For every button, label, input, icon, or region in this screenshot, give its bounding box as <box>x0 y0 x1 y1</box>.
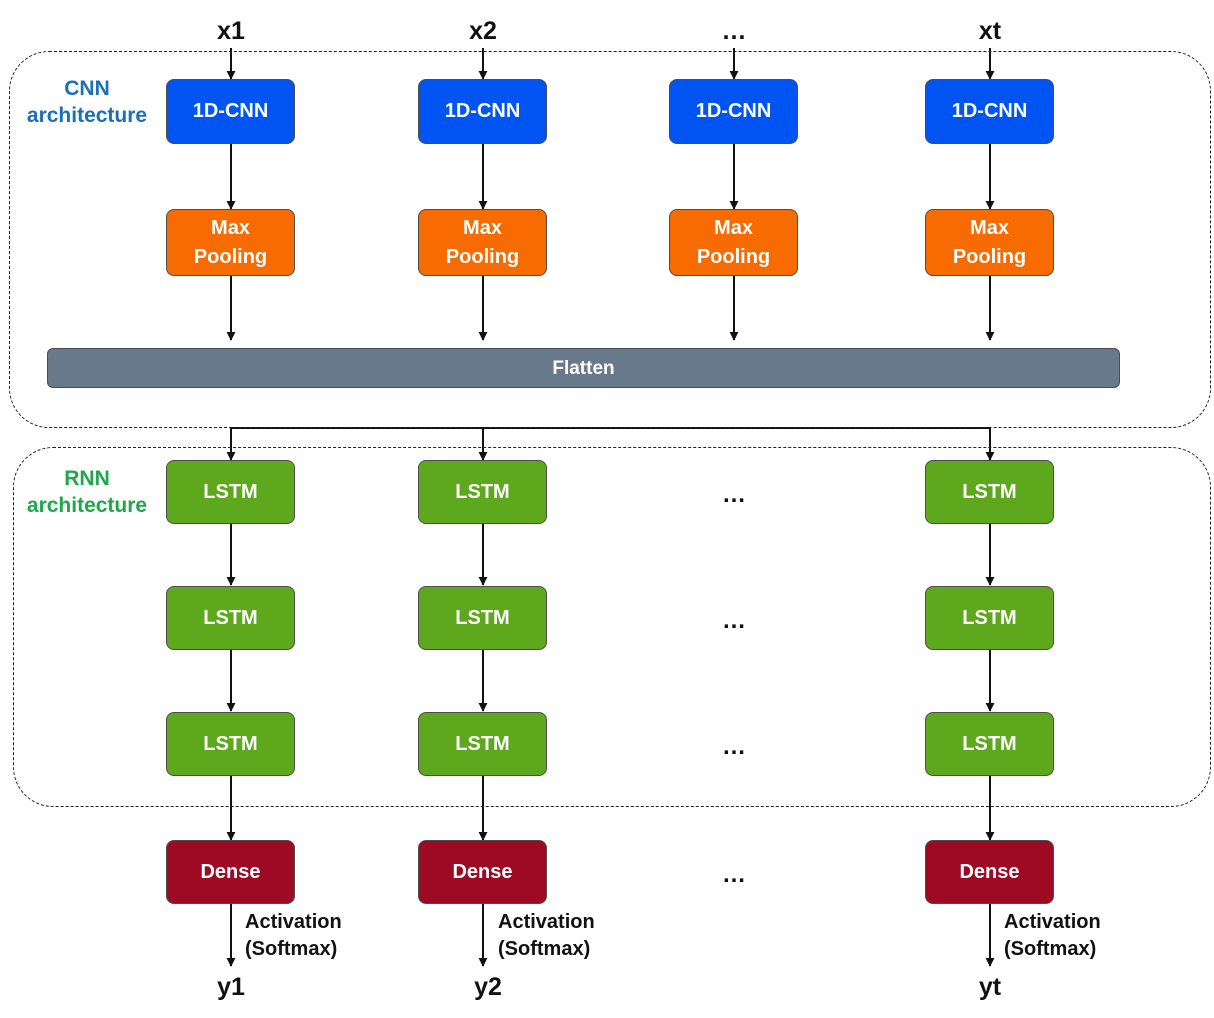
activation-label-t: Activation (Softmax) <box>1004 911 1101 960</box>
output-label-yt: yt <box>978 973 1002 1001</box>
input-label-xt: xt <box>978 17 1002 45</box>
cnn-architecture-region <box>9 51 1211 428</box>
output-label-y2: y2 <box>474 973 502 1001</box>
lstm-layer3-block-1: LSTM <box>166 712 295 776</box>
dense-ellipsis: … <box>722 861 746 888</box>
input-label-x2: x2 <box>469 17 497 45</box>
activation-label-1: Activation (Softmax) <box>245 911 342 960</box>
flatten-layer: Flatten <box>47 348 1120 388</box>
dense-block-1: Dense <box>166 840 295 904</box>
max-pooling-block-2: Max Pooling <box>418 209 547 276</box>
input-label-ellipsis: … <box>721 17 747 45</box>
lstm-layer1-ellipsis: … <box>722 481 746 508</box>
lstm-layer3-block-2: LSTM <box>418 712 547 776</box>
input-label-x1: x1 <box>217 17 245 45</box>
activation-label-2: Activation (Softmax) <box>498 911 595 960</box>
lstm-layer1-block-2: LSTM <box>418 460 547 524</box>
cnn-block-1: 1D-CNN <box>166 79 295 144</box>
lstm-layer3-ellipsis: … <box>722 733 746 760</box>
cnn-block-3: 1D-CNN <box>669 79 798 144</box>
cnn-architecture-label: CNN architecture <box>26 77 148 127</box>
dense-block-t: Dense <box>925 840 1054 904</box>
max-pooling-block-4: Max Pooling <box>925 209 1054 276</box>
lstm-layer2-block-2: LSTM <box>418 586 547 650</box>
lstm-layer2-block-1: LSTM <box>166 586 295 650</box>
output-label-y1: y1 <box>217 973 245 1001</box>
lstm-layer2-block-t: LSTM <box>925 586 1054 650</box>
rnn-architecture-region <box>13 447 1211 807</box>
max-pooling-block-1: Max Pooling <box>166 209 295 276</box>
cnn-block-4: 1D-CNN <box>925 79 1054 144</box>
lstm-layer1-block-t: LSTM <box>925 460 1054 524</box>
dense-block-2: Dense <box>418 840 547 904</box>
lstm-layer1-block-1: LSTM <box>166 460 295 524</box>
lstm-layer2-ellipsis: … <box>722 607 746 634</box>
lstm-layer3-block-t: LSTM <box>925 712 1054 776</box>
cnn-block-2: 1D-CNN <box>418 79 547 144</box>
max-pooling-block-3: Max Pooling <box>669 209 798 276</box>
rnn-architecture-label: RNN architecture <box>26 467 148 517</box>
